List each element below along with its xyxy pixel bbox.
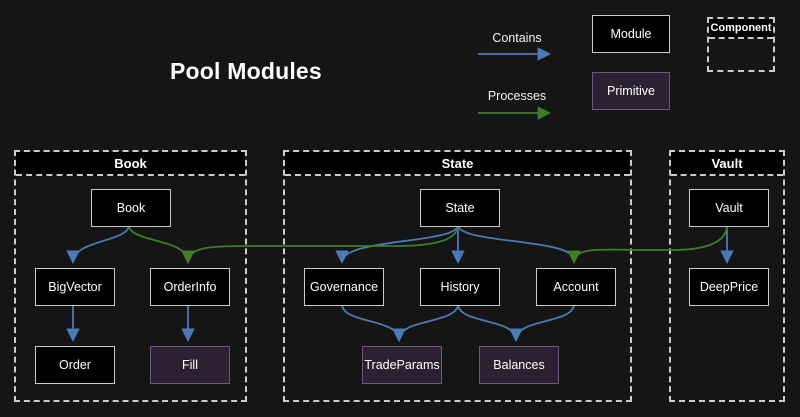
node-deepprice: DeepPrice (689, 268, 769, 306)
node-state: State (420, 189, 500, 227)
legend-component-box: Component (707, 17, 775, 72)
container-vault: Vault Vault DeepPrice (669, 150, 785, 402)
node-book: Book (91, 189, 171, 227)
container-book: Book Book BigVector OrderInfo Order Fill (14, 150, 247, 402)
node-governance: Governance (304, 268, 384, 306)
node-tradeparams: TradeParams (362, 346, 442, 384)
legend-primitive-box: Primitive (592, 72, 670, 110)
container-state-header: State (285, 152, 630, 176)
node-vault: Vault (689, 189, 769, 227)
node-fill: Fill (150, 346, 230, 384)
page-title: Pool Modules (170, 58, 322, 84)
node-balances: Balances (479, 346, 559, 384)
legend-module-box: Module (592, 15, 670, 53)
node-bigvector: BigVector (35, 268, 115, 306)
processes-arrow-icon (478, 106, 552, 120)
container-book-header: Book (16, 152, 245, 176)
legend-component-label: Component (709, 19, 773, 39)
node-account: Account (536, 268, 616, 306)
legend-processes-label: Processes (487, 89, 547, 103)
node-history: History (420, 268, 500, 306)
legend-contains-label: Contains (492, 31, 542, 45)
node-orderinfo: OrderInfo (150, 268, 230, 306)
container-state: State State Governance History Account T… (283, 150, 632, 402)
contains-arrow-icon (478, 47, 552, 61)
container-vault-header: Vault (671, 152, 783, 176)
node-order: Order (35, 346, 115, 384)
